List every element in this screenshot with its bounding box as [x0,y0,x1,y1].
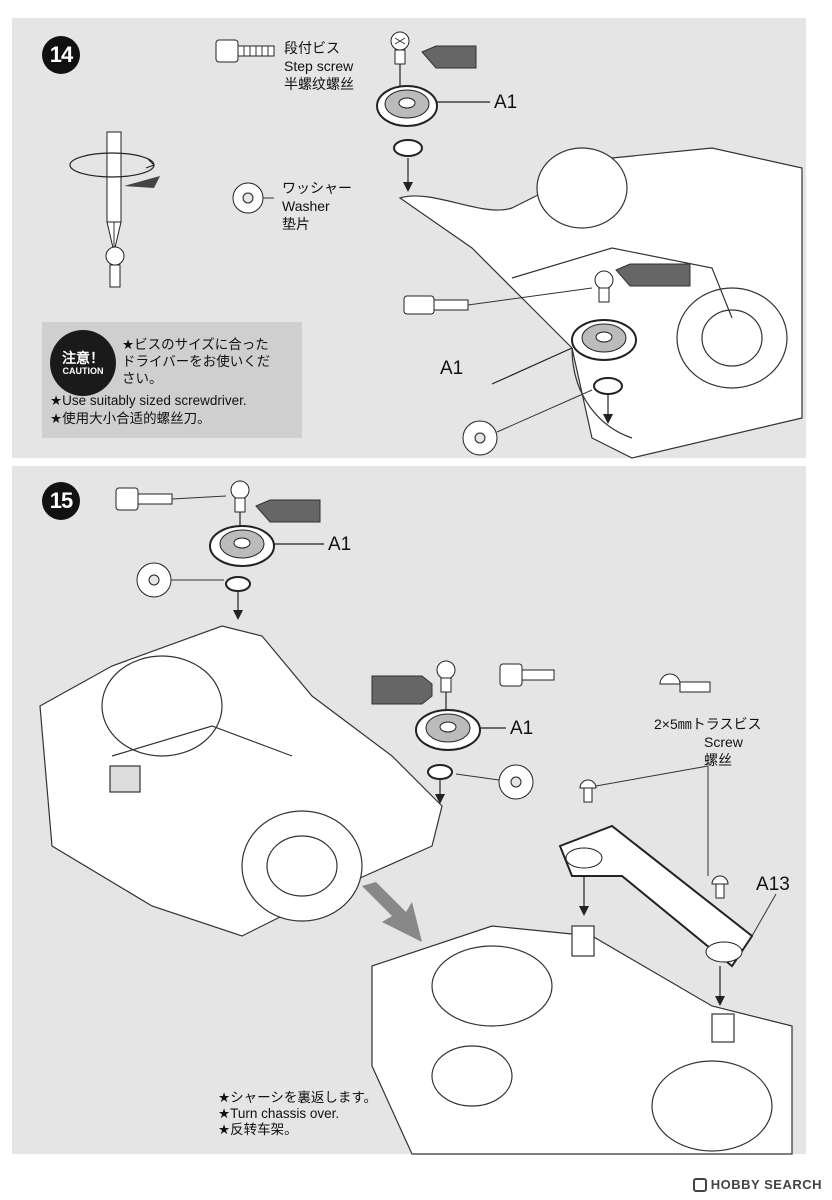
roller-assembly-top [136,480,324,620]
step-screw-label-cn: 半螺纹螺丝 [284,76,354,92]
caution-box: 注意！ CAUTION ★ビスのサイズに合った ドライバーをお使いくだ さい。 … [42,322,302,438]
note-en: ★Turn chassis over. [218,1106,340,1121]
roller-assembly-top [376,31,490,192]
part-a13-label: A13 [756,874,790,895]
hobby-search-logo-icon [692,1177,707,1192]
step-14-illustration [69,31,803,459]
caution-jp-line2: ドライバーをお使いくだ [122,354,271,369]
truss-screw-icon [659,673,711,693]
part-a1-mid-label: A1 [440,358,464,379]
step-screw-label-en: Step screw [284,58,354,74]
caution-en: ★Use suitably sized screwdriver. [50,393,247,408]
truss-screw-label-en: Screw [704,734,743,750]
note-cn: ★反转车架。 [218,1122,298,1137]
note-jp: ★シャーシを裏返します。 [218,1090,377,1105]
step-15-illustration [39,480,793,1155]
washer-label-cn: 垫片 [282,216,310,232]
chassis-underside-illustration [371,925,793,1155]
step-screw-icon [115,487,227,511]
caution-jp-line3: さい。 [122,371,163,386]
caution-jp-line1: ★ビスのサイズに合った [122,337,269,352]
screwdriver-icon [69,131,160,288]
watermark-text: HOBBY SEARCH [710,1177,822,1192]
turn-over-arrow-icon [362,882,422,942]
chassis-illustration [39,625,443,937]
caution-badge-en: CAUTION [62,365,104,376]
caution-cn: ★使用大小合适的螺丝刀。 [50,411,211,426]
step-14-panel: 14 [12,18,806,459]
washer-label-en: Washer [282,198,330,214]
step-14-number: 14 [42,36,80,74]
step-screw-label-jp: 段付ビス [284,40,340,56]
step-15-number: 15 [42,482,80,520]
part-a1-top-label: A1 [494,92,518,113]
grease-tube-icon [421,45,477,69]
caution-badge-jp: 注意！ [62,349,104,366]
step15-part-a1-top-label: A1 [328,534,352,555]
caution-badge: 注意！ CAUTION [50,330,116,396]
step15-part-a1-mid-label: A1 [510,718,534,739]
truss-screw-label-jp: 2×5㎜トラスビス [654,716,762,732]
roller-assembly-mid [403,263,691,456]
roller-assembly-mid [371,660,555,804]
a13-assembly [558,765,777,1006]
washer-label-jp: ワッシャー [282,180,352,196]
washer-icon [232,182,274,214]
watermark: HOBBY SEARCH [692,1177,822,1192]
step-screw-icon [215,39,275,63]
step-15-panel: 15 [12,466,806,1155]
chassis-illustration [398,147,803,459]
truss-screw-label-cn: 螺丝 [704,752,732,768]
